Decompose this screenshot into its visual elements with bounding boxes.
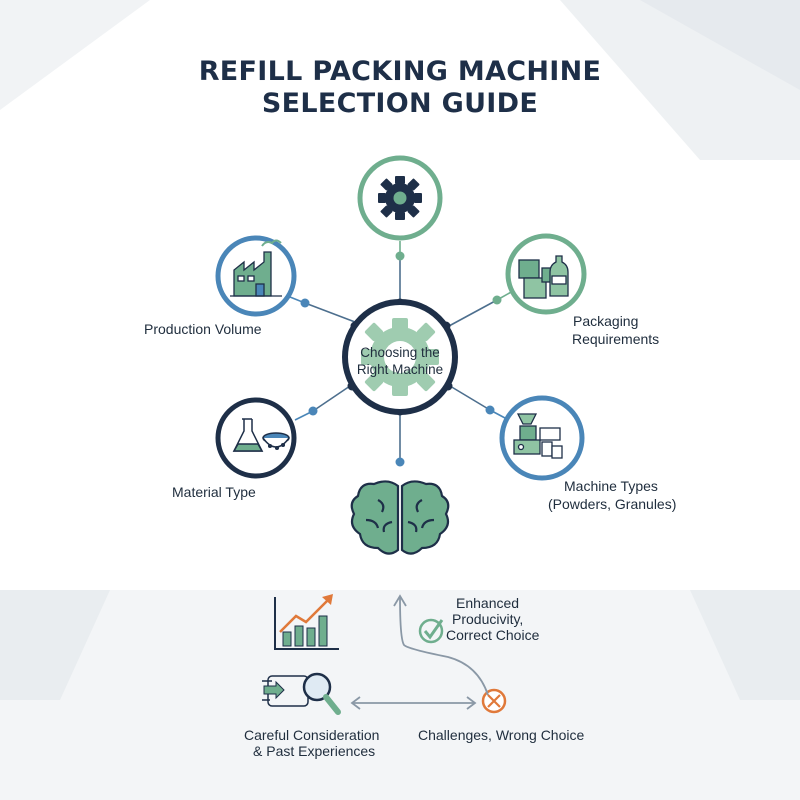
boxes-bottle-icon xyxy=(518,255,569,299)
connector-lines xyxy=(304,256,498,462)
success-label-line2: Producivity, xyxy=(452,611,524,627)
center-hub xyxy=(342,299,458,415)
center-label-line1: Choosing the xyxy=(360,345,440,360)
check-circle-icon xyxy=(418,618,444,644)
machine-types-node xyxy=(499,395,585,481)
success-label-line3: Correct Choice xyxy=(446,627,540,643)
factory-icon xyxy=(230,239,282,297)
page-title-line2: SELECTION GUIDE xyxy=(261,88,539,119)
magnifier-icon xyxy=(262,672,341,715)
material-type-node xyxy=(215,397,297,479)
curved-arrow xyxy=(393,594,489,696)
flask-bowl-icon xyxy=(232,418,290,452)
growth-chart-icon xyxy=(274,594,339,650)
machine-types-label-line2: (Powders, Granules) xyxy=(548,496,677,512)
brain-icon xyxy=(350,480,450,555)
settings-node xyxy=(357,155,443,241)
success-label-line1: Enhanced xyxy=(456,595,520,611)
production-volume-node xyxy=(215,235,297,317)
x-circle-icon xyxy=(481,688,507,714)
failure-label: Challenges, Wrong Choice xyxy=(418,727,585,743)
center-label-line2: Right Machine xyxy=(356,362,444,377)
center-gear-icon xyxy=(361,318,439,396)
consideration-label-line1: Careful Consideration xyxy=(244,727,380,743)
double-arrow xyxy=(350,696,477,710)
filling-machine-icon xyxy=(513,413,563,459)
packaging-label-line2: Requirements xyxy=(572,331,660,347)
gear-icon xyxy=(378,176,422,220)
production-volume-label: Production Volume xyxy=(144,321,262,337)
packaging-label-line1: Packaging xyxy=(573,313,639,329)
packaging-node xyxy=(505,233,587,315)
material-type-label: Material Type xyxy=(172,484,256,500)
machine-types-label-line1: Machine Types xyxy=(564,478,658,494)
page-title-line1: REFILL PACKING MACHINE xyxy=(198,56,602,87)
consideration-label-line2: & Past Experiences xyxy=(253,743,376,759)
